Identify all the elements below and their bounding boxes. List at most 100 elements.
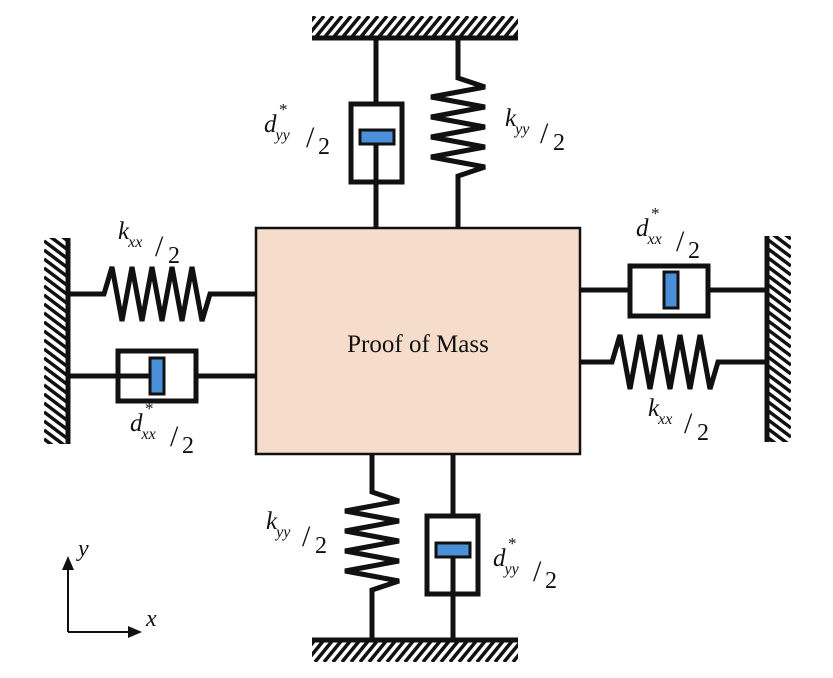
svg-text:/: /	[302, 520, 311, 553]
hatch-line	[403, 640, 425, 662]
hatch-line	[540, 16, 558, 38]
hatch-line	[412, 640, 434, 662]
svg-text:*: *	[508, 534, 517, 553]
damper-piston	[434, 541, 472, 559]
hatch-line	[767, 318, 791, 340]
hatch-line	[358, 640, 380, 662]
hatch-line	[767, 473, 791, 491]
hatch-line	[540, 640, 558, 662]
hatch-line	[261, 640, 279, 662]
hatch-line	[412, 16, 434, 38]
svg-text:2: 2	[545, 568, 557, 594]
hatch-line	[367, 640, 389, 662]
y-axis-label: y	[76, 536, 89, 562]
hatch-line	[549, 640, 567, 662]
hatch-line	[44, 457, 68, 475]
hatch-line	[784, 236, 791, 241]
svg-text:dyy: dyy	[264, 111, 291, 144]
hatch-line	[767, 482, 791, 500]
hatch-line	[44, 187, 68, 205]
hatch-line	[44, 466, 68, 484]
hatch-line	[448, 640, 470, 662]
hatch-line	[44, 266, 68, 288]
label-d-xx-left: dxx * / 2	[130, 399, 194, 459]
hatch-line	[466, 640, 488, 662]
hatch-line	[349, 16, 371, 38]
hatch-line	[511, 653, 518, 662]
hatch-line	[358, 16, 380, 38]
svg-text:*: *	[651, 204, 660, 223]
hatch-line	[430, 16, 452, 38]
hatch-line	[270, 16, 288, 38]
hatch-line	[531, 16, 549, 38]
hatch-line	[376, 16, 398, 38]
hatch-line	[385, 640, 407, 662]
hatch-line	[44, 401, 68, 423]
hatch-line	[44, 338, 68, 360]
hatch-line	[767, 194, 791, 212]
hatch-line	[44, 365, 68, 387]
hatch-line	[767, 264, 791, 286]
hatch-line	[44, 392, 68, 414]
hatched-wall-icon	[261, 16, 594, 38]
svg-text:/: /	[170, 420, 179, 453]
proof-mass-label: Proof of Mass	[347, 331, 489, 358]
hatch-line	[767, 399, 791, 421]
hatch-line	[261, 16, 279, 38]
svg-text:/: /	[306, 121, 315, 154]
damper-piston	[662, 270, 680, 310]
hatch-line	[279, 640, 297, 662]
hatch-line	[767, 176, 791, 194]
hatch-line	[349, 640, 371, 662]
hatch-line	[475, 16, 497, 38]
hatch-line	[466, 16, 488, 38]
hatch-line	[44, 257, 68, 279]
hatch-line	[44, 320, 68, 342]
svg-text:*: *	[145, 399, 154, 418]
svg-text:dxx: dxx	[130, 410, 156, 443]
hatch-line	[502, 642, 518, 662]
hatch-line	[772, 236, 791, 250]
hatch-line	[457, 640, 479, 662]
hatch-line	[44, 448, 68, 466]
top-wall	[261, 16, 594, 41]
svg-text:/: /	[533, 555, 542, 588]
hatch-line	[767, 491, 791, 509]
right-damper	[580, 263, 767, 319]
right-wall	[764, 176, 791, 509]
label-k-yy-bottom: kyy / 2	[266, 508, 327, 559]
hatch-line	[44, 419, 68, 441]
right-spring	[580, 334, 767, 390]
hatch-line	[44, 239, 68, 261]
hatch-line	[767, 345, 791, 367]
spring-icon	[430, 38, 486, 228]
hatch-line	[312, 640, 317, 647]
hatch-line	[549, 16, 567, 38]
label-k-xx-left: kxx / 2	[118, 218, 180, 269]
hatch-line	[502, 18, 518, 38]
hatch-line	[44, 484, 68, 502]
left-damper	[68, 348, 256, 404]
svg-text:2: 2	[318, 134, 330, 160]
axis-arrow-icon: y x	[62, 536, 157, 638]
hatch-line	[439, 16, 461, 38]
hatch-line	[44, 214, 68, 232]
hatch-line	[44, 302, 68, 324]
hatch-line	[322, 16, 344, 38]
hatch-line	[767, 455, 791, 473]
hatch-line	[576, 16, 594, 38]
spring-icon	[344, 454, 400, 640]
hatch-line	[44, 347, 68, 369]
hatch-line	[484, 640, 506, 662]
svg-text:/: /	[684, 407, 693, 440]
hatch-line	[767, 255, 791, 277]
hatch-line	[448, 16, 470, 38]
hatch-line	[421, 640, 443, 662]
spring-icon	[68, 266, 256, 322]
hatch-line	[767, 464, 791, 482]
hatch-line	[430, 640, 452, 662]
hatch-line	[576, 640, 594, 662]
hatch-line	[340, 640, 362, 662]
hatch-line	[493, 640, 515, 662]
svg-text:2: 2	[697, 420, 709, 446]
